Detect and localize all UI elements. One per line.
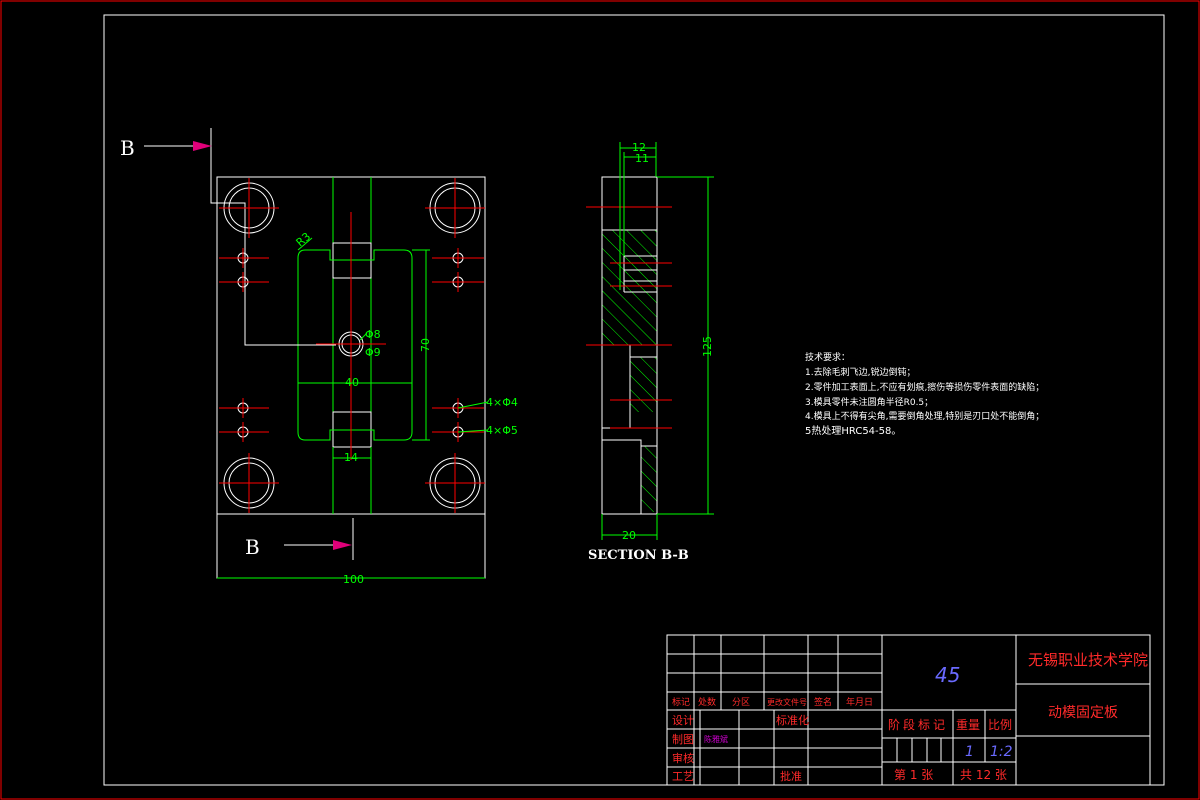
dim-20: 20: [622, 529, 636, 542]
tb-scale: 比例: [988, 718, 1012, 732]
hatch-lower: [641, 446, 657, 512]
tb-approve: 批准: [780, 769, 802, 783]
dim-70: 70: [419, 338, 432, 352]
tb-scale-value: 1:2: [990, 744, 1013, 760]
tech-note-2: 2.零件加工表面上,不应有划痕,擦伤等损伤零件表面的缺陷；: [805, 381, 1044, 393]
dim-r3: R3: [294, 230, 314, 249]
dim-11: 11: [635, 152, 649, 165]
hatch-upper: [602, 230, 657, 345]
dim-40: 40: [345, 376, 359, 389]
tb-label-sign: 签名: [814, 696, 832, 708]
tb-material: 45: [935, 663, 960, 687]
tb-total: 共 12 张: [960, 768, 1007, 782]
dim-phi8: Φ8: [365, 328, 381, 341]
tb-weight: 重量: [956, 718, 980, 732]
dim-100: 100: [343, 573, 364, 586]
tb-review: 审核: [672, 751, 694, 765]
inner-border: [103, 14, 1165, 786]
dim-125: 125: [701, 336, 714, 357]
arrow-bottom: [333, 540, 352, 550]
front-centerlines: [219, 178, 485, 513]
tb-label-count: 处数: [698, 696, 716, 708]
tb-label-zone: 分区: [732, 697, 750, 708]
tb-standardization: 标准化: [776, 713, 809, 727]
tb-process: 工艺: [672, 770, 694, 783]
tb-label-date: 年月日: [846, 696, 873, 708]
tech-note-4: 4.模具上不得有尖角,需要倒角处理,特别是刃口处不能倒角；: [805, 410, 1044, 422]
title-block: [666, 634, 1151, 786]
section-markers: B B: [120, 136, 354, 560]
tech-note-3: 3.模具零件未注圆角半径R0.5；: [805, 396, 933, 408]
section-label: SECTION B-B: [588, 548, 689, 563]
front-dimensions: [217, 237, 489, 579]
section-cut-line: [210, 128, 336, 346]
front-dim-labels: 40 70 14 100 R3 Φ8 Φ9 4×Φ4 4×Φ5: [294, 230, 518, 586]
section-dim-labels: 125 20 12 11: [622, 141, 714, 542]
tb-stage-mark: 阶段标记: [888, 717, 948, 732]
tech-note-1: 1.去除毛刺飞边,锐边倒钝；: [805, 366, 915, 378]
dim-4xphi4: 4×Φ4: [486, 396, 518, 409]
title-block-text: 标记 处数 分区 更改文件号 签名 年月日 设计 标准化 制图 陈雅斌 审核 工…: [672, 651, 1148, 783]
dim-phi9: Φ9: [365, 346, 381, 359]
tb-school: 无锡职业技术学院: [1028, 651, 1148, 669]
section-dimensions: [601, 142, 714, 540]
section-marker-bottom: B: [245, 535, 260, 559]
tb-part-name: 动模固定板: [1048, 705, 1118, 721]
tb-sheet: 第 1 张: [894, 768, 933, 782]
arrow-top: [193, 141, 212, 151]
dim-4xphi5: 4×Φ5: [486, 424, 518, 437]
tb-label-mark: 标记: [672, 696, 690, 708]
tb-design: 设计: [672, 714, 694, 727]
dim-12: 12: [632, 141, 646, 154]
hatch-middle: [630, 357, 657, 412]
section-marker-top: B: [120, 136, 135, 160]
tb-label-doc: 更改文件号: [767, 697, 807, 707]
front-view: [210, 128, 486, 579]
dim-14: 14: [344, 451, 358, 464]
tb-drawing: 制图: [672, 733, 694, 746]
tech-notes-heading: 技术要求：: [805, 351, 850, 363]
tb-drawer-name: 陈雅斌: [704, 734, 728, 744]
tech-notes: 技术要求： 1.去除毛刺飞边,锐边倒钝； 2.零件加工表面上,不应有划痕,擦伤等…: [805, 351, 1044, 437]
slot-outline: [297, 249, 413, 441]
tech-note-5: 5热处理HRC54-58。: [805, 424, 901, 437]
tb-weight-value: 1: [965, 744, 974, 760]
